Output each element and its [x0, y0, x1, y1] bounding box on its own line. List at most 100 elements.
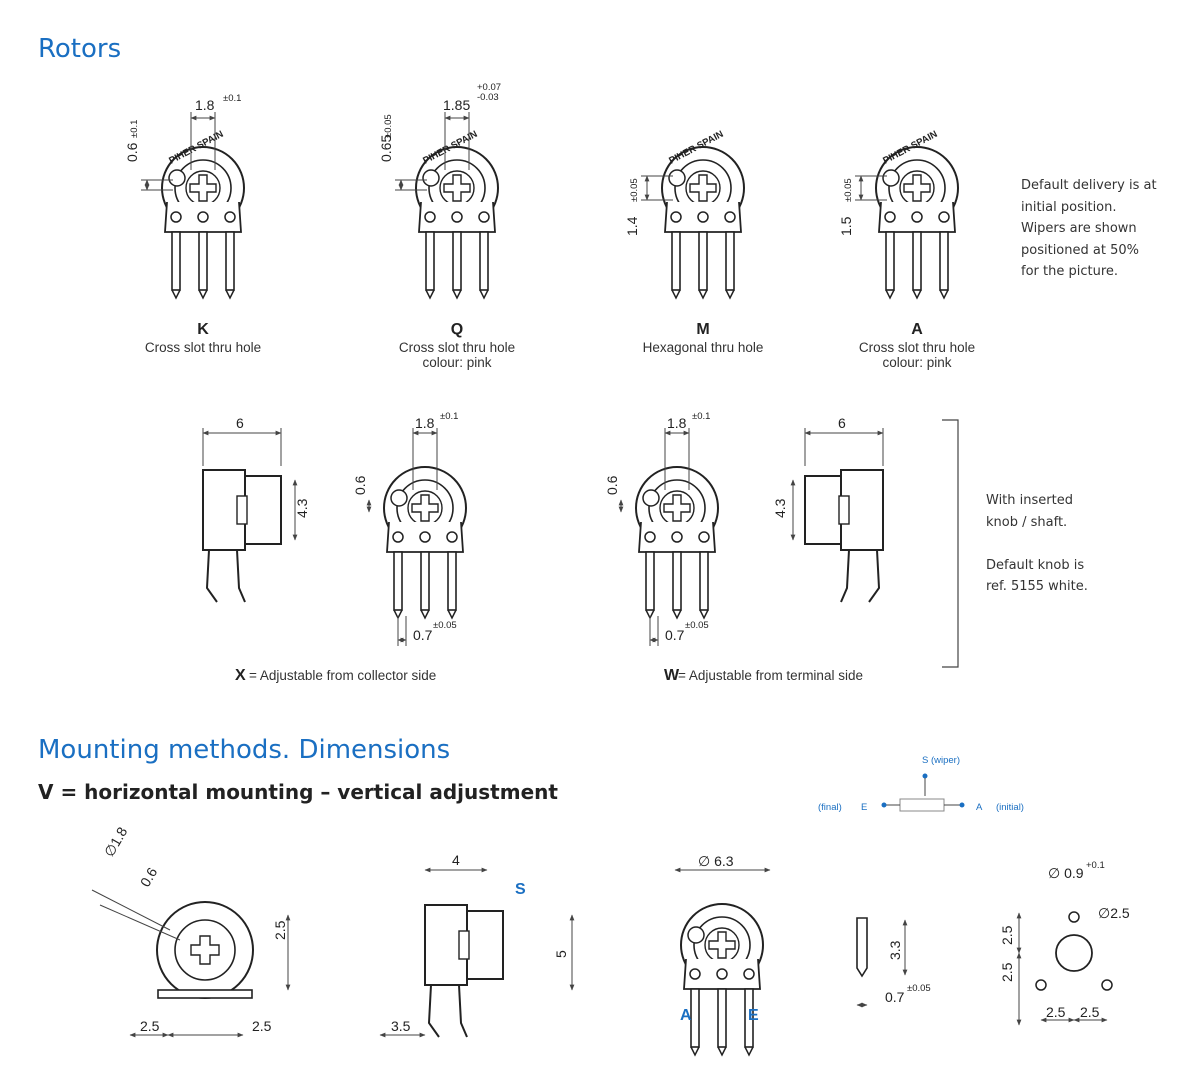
rotor-drawing [875, 146, 959, 299]
top-value: 1.8 [415, 415, 435, 431]
v2-x: 3.5 [391, 1018, 411, 1034]
e-label: E [861, 802, 867, 813]
side-view [804, 469, 884, 603]
rotor-dim-side-tol: ±0.05 [629, 178, 640, 202]
top-tol-value: ±0.1 [440, 411, 458, 422]
v5-x2: 2.5 [1080, 1004, 1100, 1020]
rotor-dim-side-tol: ±0.1 [129, 120, 140, 138]
front-view-drawing [383, 466, 467, 619]
mounting-row: ∅1.80.6 2.5 2.5 2.5 4S 5 3.5 ∅ 6.3A E 3.3 0.7±0.05… [91, 824, 1130, 1056]
v5-y2: 2.5 [999, 962, 1015, 982]
v5-hole1-tol: +0.1 [1086, 860, 1105, 871]
v2-side-drawing [424, 904, 504, 1038]
mount-v2: 4S 5 3.5 [379, 852, 575, 1038]
v1-diam: ∅1.8 [101, 824, 131, 860]
rotor-dim-top-tol: +0.07 [477, 82, 501, 93]
side-value: 0.6 [352, 475, 368, 495]
v3-diam: ∅ 6.3 [698, 853, 734, 869]
rotor-caption: Hexagonal thru hole [643, 340, 764, 355]
v5-y1: 2.5 [999, 925, 1015, 945]
mount-v4: 3.3 0.7±0.05 [856, 917, 931, 1008]
adjust-x: 6 4.3 1.8 ±0.1 0.6 0.7±0.05X= Adjustable from… [202, 411, 467, 684]
initial-label: (initial) [996, 802, 1024, 813]
wiper-label: S (wiper) [922, 755, 960, 766]
rotor-dim-top: 1.8 [195, 97, 215, 113]
pin-tol-value: ±0.05 [685, 620, 709, 631]
rotor-drawing [415, 146, 499, 299]
v3-e: E [748, 1007, 759, 1024]
rotor-caption-2: colour: pink [882, 355, 951, 370]
rotor-q: PIHER SPAIN1.85+0.07-0.030.65±0.05QCross… [378, 82, 515, 370]
rotor-dim-side: 0.6 [124, 142, 140, 162]
height-value: 4.3 [772, 498, 788, 518]
rotor-code: A [911, 321, 923, 338]
side-value: 0.6 [604, 475, 620, 495]
v5-hole1: ∅ 0.9 [1048, 865, 1084, 881]
rotor-dim-side: 1.4 [624, 216, 640, 236]
rotor-code: M [696, 321, 709, 338]
inserted-knob-note: With inserted knob / shaft. Default knob… [986, 493, 1088, 594]
rotor-dim-side: 1.5 [838, 216, 854, 236]
width-value: 6 [838, 415, 846, 431]
v3-a: A [680, 1007, 692, 1024]
v3-front-drawing [680, 903, 764, 1056]
rotor-code: Q [451, 321, 463, 338]
v5-x1: 2.5 [1046, 1004, 1066, 1020]
adjustable-row: 64.31.8±0.10.60.7±0.05X= Adjustable from… [202, 411, 884, 684]
rotor-dim-side: 0.65 [378, 135, 394, 162]
rotor-dim-top-tol2: -0.03 [477, 92, 499, 103]
v2-h: 5 [553, 950, 569, 958]
mount-v1: ∅1.80.6 2.5 2.5 2.5 [91, 824, 291, 1038]
adjust-code: X [235, 667, 246, 684]
mount-v3: ∅ 6.3A E [674, 853, 771, 1056]
side-view-drawing [804, 469, 884, 603]
v1-x1: 2.5 [140, 1018, 160, 1034]
pin-value: 0.7 [665, 627, 685, 643]
rotor-dim-side-tol: ±0.05 [843, 178, 854, 202]
pin-value: 0.7 [413, 627, 433, 643]
rotor-drawing [161, 146, 245, 299]
rotor-caption: Cross slot thru hole [859, 340, 975, 355]
side-view [202, 469, 282, 603]
a-label: A [976, 802, 983, 813]
v1-h: 2.5 [272, 920, 288, 940]
rotor-dim-side-tol: ±0.05 [383, 114, 394, 138]
v2-w: 4 [452, 852, 460, 868]
pin-tol-value: ±0.05 [433, 620, 457, 631]
rotor-dim-top-tol: ±0.1 [223, 93, 241, 104]
mount-v5: ∅ 0.9+0.1 ∅2.5 2.5 2.5 2.5 2.5 [999, 860, 1130, 1026]
top-value: 1.8 [667, 415, 687, 431]
v4-w: 0.7 [885, 989, 905, 1005]
side-view-drawing [202, 469, 282, 603]
top-tol-value: ±0.1 [692, 411, 710, 422]
adjust-w: 64.31.8±0.10.60.7±0.05W= Adjustable from… [604, 411, 884, 684]
adjust-code: W [664, 667, 680, 684]
rotor-code: K [197, 321, 209, 338]
height-value: 4.3 [294, 498, 310, 518]
rotor-drawing [661, 146, 745, 299]
default-delivery-note: Default delivery is at initial position.… [1021, 178, 1157, 279]
v5-hole2: ∅2.5 [1098, 905, 1130, 921]
rotors-title: Rotors [38, 34, 122, 64]
final-label: (final) [818, 802, 842, 813]
v1-w: 0.6 [137, 864, 161, 889]
adjust-label: = Adjustable from collector side [249, 668, 436, 683]
rotor-caption: Cross slot thru hole [399, 340, 515, 355]
knob-bracket [942, 419, 959, 668]
v4-h: 3.3 [887, 940, 903, 960]
v1-x2: 2.5 [252, 1018, 272, 1034]
rotor-dim-top: 1.85 [443, 97, 470, 113]
rotor-caption: Cross slot thru hole [145, 340, 261, 355]
width-value: 6 [236, 415, 244, 431]
rotor-caption-2: colour: pink [422, 355, 491, 370]
mounting-title: Mounting methods. Dimensions [38, 735, 451, 765]
wiper-schematic: S (wiper) (final) E A (initial) [818, 755, 1024, 813]
v4-w-tol: ±0.05 [907, 983, 931, 994]
v2-s: S [515, 881, 526, 898]
mounting-subtitle: V = horizontal mounting – vertical adjus… [38, 780, 558, 804]
